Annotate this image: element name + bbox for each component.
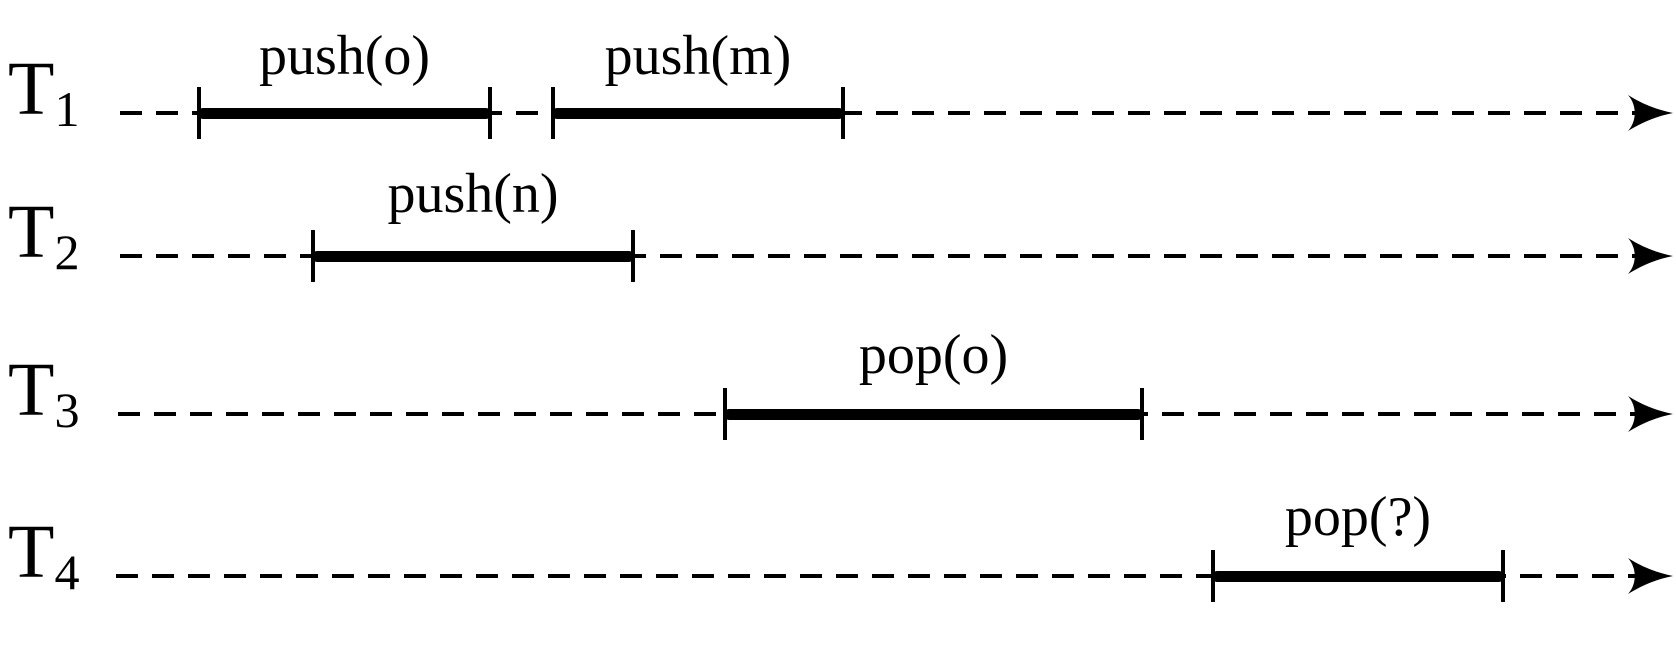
thread-name: T: [8, 190, 55, 274]
operation-label-push-m: push(m): [604, 25, 792, 87]
interval-start-tick: [311, 230, 315, 282]
interval-start-tick: [1211, 550, 1215, 602]
operation-bar-push-n: [313, 251, 633, 262]
thread-subscript: 1: [54, 81, 80, 138]
operation-label-push-o: push(o): [258, 25, 431, 87]
thread-subscript: 4: [54, 544, 80, 601]
arrowhead-icon: [1628, 558, 1673, 594]
arrowhead-icon: [1628, 95, 1673, 131]
interval-end-tick: [1140, 388, 1144, 440]
operation-label-pop-q: pop(?): [1284, 486, 1432, 548]
operation-bar-pop-o: [725, 409, 1142, 420]
interval-start-tick: [723, 388, 727, 440]
timeline-t4: [116, 574, 1636, 578]
thread-subscript: 3: [54, 382, 80, 439]
interval-end-tick: [1501, 550, 1505, 602]
arrowhead-icon: [1628, 238, 1673, 274]
timeline-t2: [120, 254, 1636, 258]
thread-label-t1: T1: [8, 51, 80, 134]
arrowhead-icon: [1628, 396, 1673, 432]
interval-end-tick: [488, 87, 492, 139]
operation-label-push-n: push(n): [387, 163, 559, 225]
thread-name: T: [8, 510, 55, 594]
operation-label-pop-o: pop(o): [858, 324, 1009, 386]
interval-start-tick: [551, 87, 555, 139]
thread-label-t2: T2: [8, 194, 80, 277]
thread-name: T: [8, 348, 55, 432]
operation-bar-pop-q: [1213, 571, 1503, 582]
thread-label-t4: T4: [8, 514, 80, 597]
thread-name: T: [8, 47, 55, 131]
operation-bar-push-o: [199, 108, 490, 119]
operation-bar-push-m: [553, 108, 843, 119]
thread-label-t3: T3: [8, 352, 80, 435]
interval-end-tick: [841, 87, 845, 139]
thread-subscript: 2: [54, 224, 80, 281]
interval-end-tick: [631, 230, 635, 282]
interval-start-tick: [197, 87, 201, 139]
timeline-t1: [120, 111, 1636, 115]
